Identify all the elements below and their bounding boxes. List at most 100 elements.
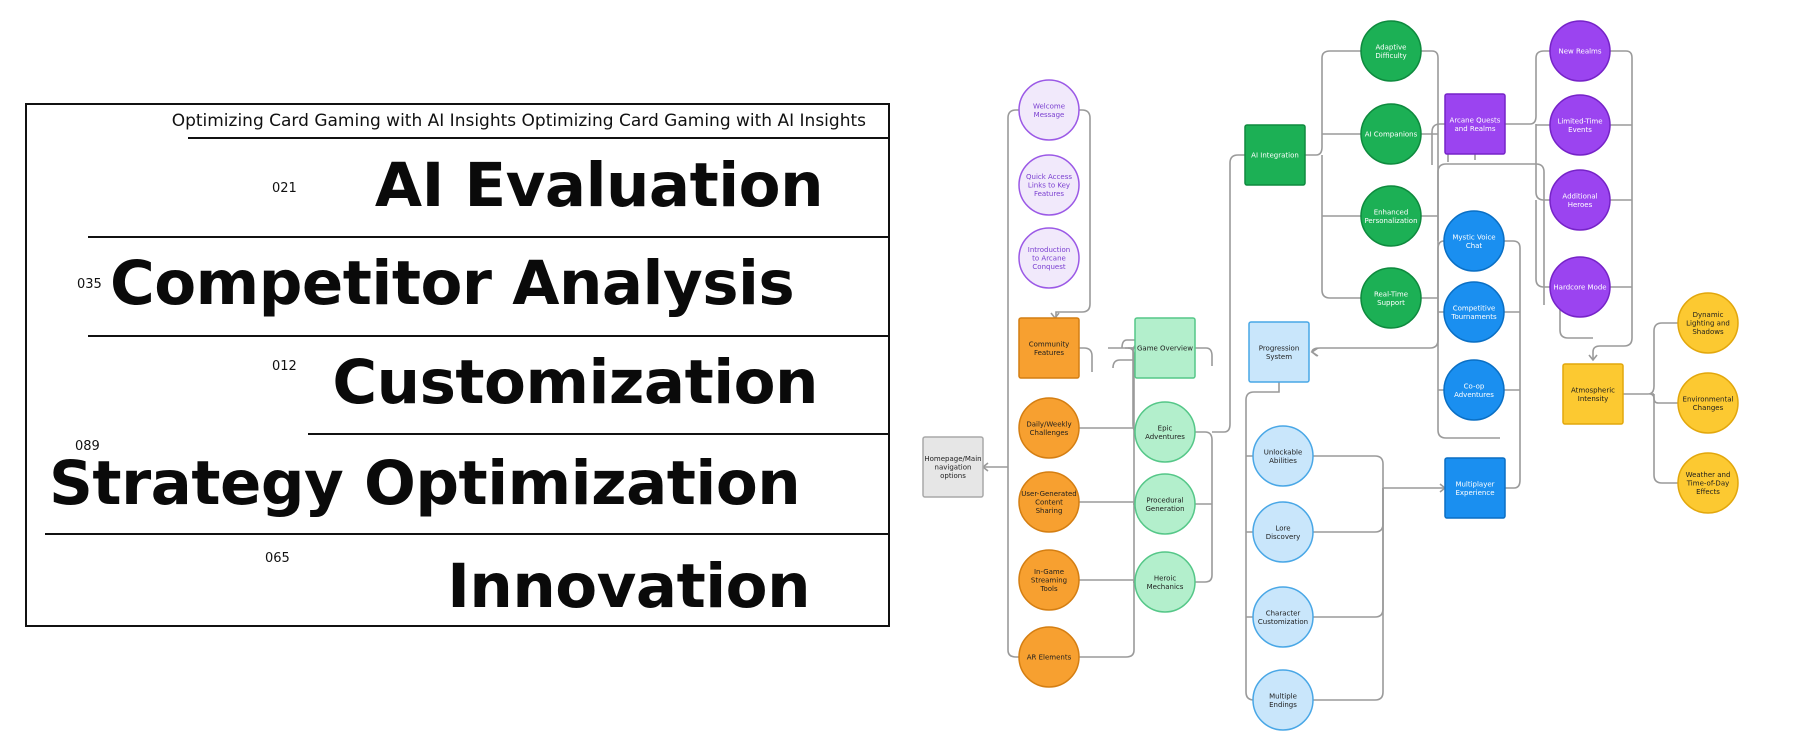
node-circle [1549,20,1611,82]
node-circle [1134,401,1196,463]
node-circle [1018,79,1080,141]
bracket-line [1310,347,1319,357]
bracket-line [1112,359,1134,369]
node-box [1562,363,1624,425]
node-box [1444,457,1506,519]
node-circle [1018,397,1080,459]
bracket-line [1302,455,1445,489]
bracket-line [1305,50,1361,156]
divider [88,335,888,337]
node-newrealms[interactable]: New Realms [1549,20,1611,82]
row-number: 021 [272,181,297,196]
node-aiintegration[interactable]: AI Integration [1244,124,1306,186]
node-hardcore[interactable]: Hardcore Mode [1549,256,1611,318]
node-label: New Realms [1558,48,1601,56]
node-circle [1677,452,1739,514]
node-circle [1252,425,1314,487]
node-box [1248,321,1310,383]
row-number: 012 [272,359,297,374]
node-circle [1252,501,1314,563]
node-ar[interactable]: AR Elements [1018,626,1080,688]
node-label: Hardcore Mode [1553,284,1606,292]
node-circle [1360,185,1422,247]
node-box [1244,124,1306,186]
node-box [1444,93,1506,155]
node-gameoverview[interactable]: Game Overview [1134,317,1196,379]
node-circle [1549,169,1611,231]
row-title: Competitor Analysis [110,248,795,319]
bracket-line [1212,154,1245,433]
node-circle [1252,586,1314,648]
node-circle [1677,372,1739,434]
bracket-line [1055,109,1091,318]
node-circle [1134,551,1196,613]
divider [308,433,888,435]
row-number: 035 [77,277,102,292]
node-circle [1018,471,1080,533]
node-label: AI Companions [1365,131,1418,139]
node-circle [1018,549,1080,611]
title-panel: Optimizing Card Gaming with AI Insights … [25,103,890,627]
node-label: AI Integration [1251,152,1299,160]
row-number: 065 [265,551,290,566]
node-circle [1443,359,1505,421]
node-circle [1252,669,1314,731]
node-circle [1549,94,1611,156]
node-circle [1549,256,1611,318]
row-title: Strategy Optimization [49,448,801,519]
node-circle [1360,103,1422,165]
bracket-line [1302,488,1384,618]
node-circle [1018,626,1080,688]
divider [45,533,888,535]
node-companions[interactable]: AI Companions [1360,103,1422,165]
node-circle [1018,154,1080,216]
arrowhead [1310,347,1318,357]
divider [188,137,888,139]
